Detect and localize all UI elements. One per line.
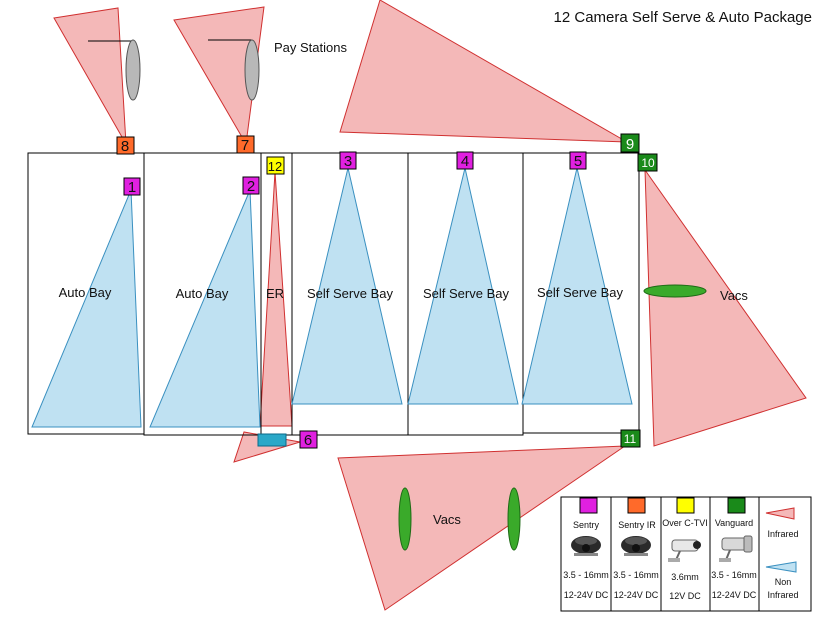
legend-infrared-label: Infrared [767, 529, 798, 539]
camera-number: 1 [128, 179, 136, 196]
camera-number: 6 [304, 432, 312, 449]
camera-number: 11 [624, 432, 637, 446]
legend-column-sentry: Sentry 3.5 - 16mm 12-24V DC [563, 497, 609, 600]
pay-station-1 [125, 39, 141, 101]
vac-station-right [643, 284, 707, 298]
legend-name: Vanguard [715, 518, 753, 528]
camera-number: 9 [626, 136, 634, 153]
legend-lens: 3.5 - 16mm [613, 570, 659, 580]
legend-non-infrared-label-2: Infrared [767, 590, 798, 600]
coverage-cone-cam-11 [337, 445, 627, 611]
legend-lens: 3.5 - 16mm [563, 570, 609, 580]
camera-number: 5 [574, 153, 582, 170]
camera-number: 8 [121, 138, 129, 155]
bay-label-1: Auto Bay [59, 285, 112, 300]
legend-swatch-sentry [579, 497, 598, 514]
coverage-cone-cam-1 [31, 189, 142, 428]
equipment-box [257, 433, 287, 447]
legend-non-infrared-key: Non Infrared [765, 561, 799, 600]
dome-camera-icon [621, 536, 651, 556]
camera-number: 7 [241, 137, 249, 154]
coverage-cone-cam-8 [53, 7, 127, 145]
legend: Sentry 3.5 - 16mm 12-24V DC Sentry IR 3.… [560, 496, 812, 612]
camera-number: 12 [268, 159, 282, 174]
camera-marker-8: 8 [116, 136, 135, 155]
legend-power: 12-24V DC [712, 590, 757, 600]
legend-column-sentry-ir: Sentry IR 3.5 - 16mm 12-24V DC [613, 497, 659, 600]
bullet-camera-icon [719, 535, 753, 562]
legend-name: Over C-TVI [662, 518, 708, 528]
camera-marker-1: 1 [123, 177, 141, 196]
camera-number: 2 [247, 178, 255, 195]
non-infrared-cone-swatch [765, 561, 797, 573]
coverage-cone-cam-12 [259, 171, 293, 427]
legend-power: 12-24V DC [614, 590, 659, 600]
coverage-cone-cam-9 [339, 0, 628, 143]
pay-stations-label: Pay Stations [274, 40, 347, 55]
legend-name: Sentry IR [618, 520, 656, 530]
coverage-cone-cam-2 [149, 189, 261, 428]
camera-marker-5: 5 [569, 151, 587, 170]
camera-marker-10: 10 [637, 153, 658, 172]
legend-column-vanguard: Vanguard 3.5 - 16mm 12-24V DC [711, 497, 757, 600]
camera-number: 3 [344, 153, 352, 170]
vacs-label-right: Vacs [720, 288, 748, 303]
camera-marker-12: 12 [266, 156, 285, 175]
camera-marker-6: 6 [299, 430, 318, 449]
camera-marker-7: 7 [236, 135, 255, 154]
coverage-cone-cam-3 [291, 167, 403, 405]
bay-label-4: Self Serve Bay [423, 286, 509, 301]
vac-station-left [398, 487, 412, 551]
legend-column-over-ctvi: Over C-TVI 3.6mm 12V DC [662, 497, 708, 601]
legend-power: 12V DC [669, 591, 701, 601]
camera-marker-11: 11 [620, 429, 641, 448]
legend-non-infrared-label-1: Non [775, 577, 792, 587]
camera-marker-4: 4 [456, 151, 474, 170]
page-title: 12 Camera Self Serve & Auto Package [554, 9, 812, 26]
bay-label-5: Self Serve Bay [537, 285, 623, 300]
camera-marker-2: 2 [242, 176, 260, 195]
infrared-cone-swatch [765, 507, 795, 520]
camera-marker-3: 3 [339, 151, 357, 170]
pay-station-2 [244, 39, 260, 101]
coverage-cone-cam-5 [521, 167, 633, 405]
dome-camera-icon [571, 536, 601, 556]
legend-lens: 3.6mm [671, 572, 699, 582]
legend-swatch-vanguard [727, 497, 746, 514]
legend-infrared-key: Infrared [765, 507, 799, 539]
bullet-camera-icon [668, 539, 701, 562]
coverage-cone-cam-4 [407, 167, 519, 405]
camera-marker-9: 9 [620, 133, 640, 153]
bay-label-3: Self Serve Bay [307, 286, 393, 301]
legend-name: Sentry [573, 520, 600, 530]
coverage-cone-cam-10 [644, 168, 807, 447]
vacs-label-bottom: Vacs [433, 512, 461, 527]
legend-swatch-sentry-ir [627, 497, 646, 514]
camera-number: 4 [461, 153, 469, 170]
bay-label-2: Auto Bay [176, 286, 229, 301]
legend-swatch-over-ctvi [676, 497, 695, 514]
bay-label-er: ER [266, 286, 284, 301]
legend-power: 12-24V DC [564, 590, 609, 600]
camera-number: 10 [641, 156, 655, 170]
legend-lens: 3.5 - 16mm [711, 570, 757, 580]
vac-station-right-lower [507, 487, 521, 551]
